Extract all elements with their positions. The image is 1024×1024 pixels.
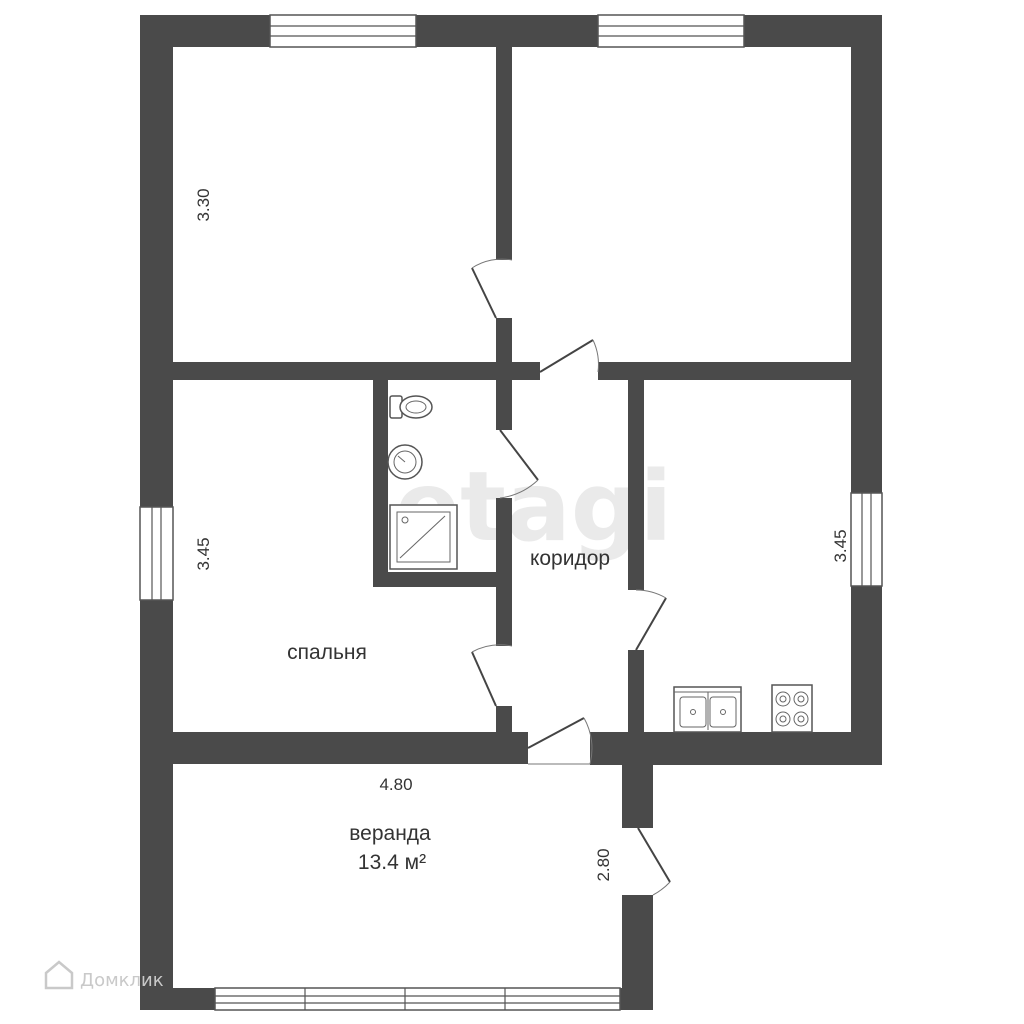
window-top-left bbox=[269, 14, 417, 48]
door-corridor-veranda bbox=[527, 717, 593, 765]
windows bbox=[139, 14, 883, 1011]
corridor-wall-right-lower bbox=[628, 650, 644, 732]
shower-icon bbox=[389, 504, 458, 570]
dimension-kitchen: 3.45 bbox=[831, 529, 850, 562]
window-right-kitchen bbox=[850, 492, 883, 587]
door-bedroom bbox=[471, 644, 513, 707]
kitchen-sink-icon bbox=[673, 686, 742, 733]
wall-house-bottom-right bbox=[590, 732, 882, 765]
bathroom-wall-left bbox=[373, 380, 388, 587]
domclick-brand-text: Домклик bbox=[80, 970, 164, 991]
door-bathroom bbox=[499, 429, 539, 499]
stove-icon bbox=[771, 684, 813, 733]
domclick-watermark: Домклик bbox=[44, 960, 164, 991]
window-veranda-bottom bbox=[214, 987, 621, 1011]
walls bbox=[140, 15, 882, 1010]
door-kitchen bbox=[635, 589, 667, 651]
door-top-right-room bbox=[539, 339, 599, 373]
house-logo-icon bbox=[44, 960, 74, 990]
dimension-bedroom: 3.45 bbox=[194, 537, 213, 570]
center-wall-upper bbox=[496, 15, 512, 260]
dimension-veranda-width: 4.80 bbox=[379, 775, 412, 794]
sink-icon bbox=[387, 444, 423, 480]
door-top-left-room bbox=[471, 258, 513, 319]
center-wall-mid bbox=[496, 318, 512, 430]
toilet-icon bbox=[389, 395, 433, 419]
room-label-veranda: веранда bbox=[349, 822, 431, 845]
window-left-bedroom bbox=[139, 506, 174, 601]
middle-wall-right bbox=[598, 362, 882, 380]
bathroom-fixtures bbox=[387, 395, 458, 570]
veranda-wall-right-upper bbox=[622, 765, 653, 828]
center-wall-bottom bbox=[496, 706, 512, 732]
room-label-corridor: коридор bbox=[530, 547, 610, 570]
dimension-top-left-room: 3.30 bbox=[194, 188, 213, 221]
kitchen-fixtures bbox=[673, 684, 813, 733]
bathroom-wall-bottom bbox=[373, 572, 512, 587]
outer-wall-right bbox=[851, 15, 882, 765]
labels: коридор спальня веранда 13.4 м² 3.30 3.4… bbox=[194, 188, 850, 881]
doors bbox=[471, 258, 671, 896]
corridor-wall-right-upper bbox=[628, 380, 644, 590]
window-top-right bbox=[597, 14, 745, 48]
door-veranda-exterior bbox=[637, 827, 671, 896]
dimension-veranda-depth: 2.80 bbox=[594, 848, 613, 881]
room-area-veranda: 13.4 м² bbox=[358, 851, 426, 874]
wall-house-bottom-left bbox=[140, 732, 528, 764]
middle-wall-left bbox=[140, 362, 540, 380]
room-label-bedroom: спальня bbox=[287, 641, 367, 664]
